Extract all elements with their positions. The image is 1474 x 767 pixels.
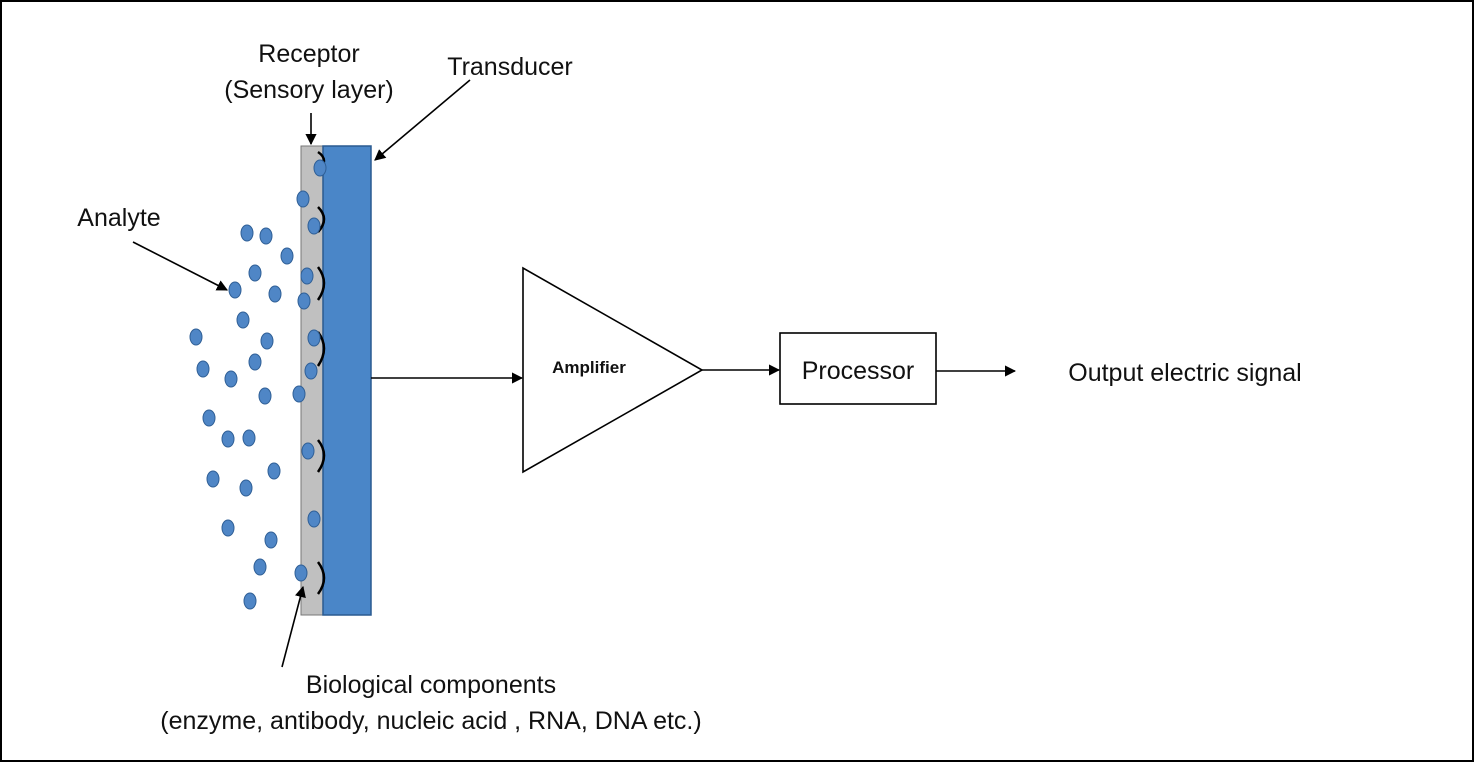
analyte-particle bbox=[297, 292, 311, 310]
analyte-particle bbox=[221, 430, 235, 448]
analyte-particle bbox=[221, 519, 235, 537]
transducer-block bbox=[322, 145, 372, 616]
receptor-label-line1: Receptor bbox=[258, 40, 359, 68]
transducer-label: Transducer bbox=[447, 53, 573, 81]
analyte-particle bbox=[243, 592, 257, 610]
analyte-particle bbox=[248, 353, 262, 371]
analyte-particle bbox=[292, 385, 306, 403]
analyte-particle bbox=[268, 285, 282, 303]
analyte-particle bbox=[301, 442, 315, 460]
analyte-particle bbox=[224, 370, 238, 388]
analyte-particle bbox=[258, 387, 272, 405]
analyte-particle bbox=[264, 531, 278, 549]
analyte-particles bbox=[189, 159, 327, 610]
analyte-particle bbox=[304, 362, 318, 380]
transducer-arrow bbox=[374, 79, 471, 161]
analyte-particle bbox=[189, 328, 203, 346]
analyte-particle bbox=[239, 479, 253, 497]
biological-arrow bbox=[281, 585, 306, 668]
amplifier-label: Amplifier bbox=[552, 358, 626, 377]
receptor-label-line2: (Sensory layer) bbox=[224, 76, 394, 104]
analyte-particle bbox=[236, 311, 250, 329]
analyte-particle bbox=[248, 264, 262, 282]
analyte-particle bbox=[280, 247, 294, 265]
analyte-particle bbox=[300, 267, 314, 285]
amplifier-triangle bbox=[522, 266, 704, 474]
bio-component-arc bbox=[316, 266, 326, 301]
analyte-particle bbox=[196, 360, 210, 378]
analyte-particle bbox=[294, 564, 308, 582]
analyte-particle bbox=[240, 224, 254, 242]
analyte-particle bbox=[313, 159, 327, 177]
analyte-particle bbox=[260, 332, 274, 350]
analyte-arrow bbox=[132, 241, 228, 291]
processor-label: Processor bbox=[802, 357, 915, 385]
analyte-particle bbox=[307, 329, 321, 347]
bio-component-arc bbox=[316, 561, 326, 595]
bio-component-arc bbox=[316, 439, 326, 473]
analyte-particle bbox=[296, 190, 310, 208]
analyte-particle bbox=[202, 409, 216, 427]
output-label: Output electric signal bbox=[1068, 359, 1301, 387]
analyte-particle bbox=[253, 558, 267, 576]
receptor-layer bbox=[300, 145, 324, 616]
analyte-particle bbox=[307, 510, 321, 528]
analyte-particle bbox=[267, 462, 281, 480]
analyte-label: Analyte bbox=[77, 204, 160, 232]
biological-label-line1: Biological components bbox=[306, 671, 556, 699]
processor-box bbox=[779, 332, 937, 405]
analyte-particle bbox=[228, 281, 242, 299]
biological-label-line2: (enzyme, antibody, nucleic acid , RNA, D… bbox=[160, 707, 701, 735]
analyte-particle bbox=[259, 227, 273, 245]
analyte-particle bbox=[242, 429, 256, 447]
analyte-particle bbox=[206, 470, 220, 488]
analyte-particle bbox=[307, 217, 321, 235]
